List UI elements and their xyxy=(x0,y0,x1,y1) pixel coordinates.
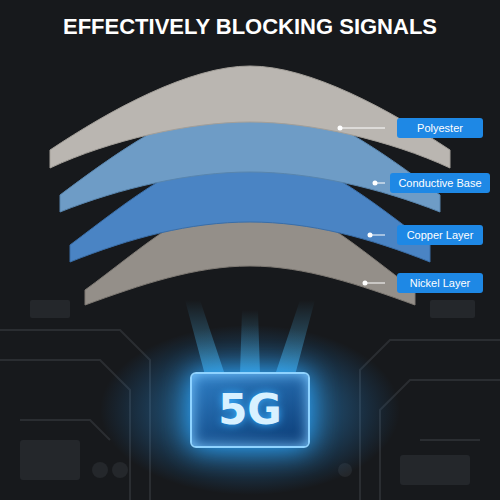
label-text: Copper Layer xyxy=(405,228,475,242)
leader-lines xyxy=(340,128,385,283)
layer-label: Nickel Layer xyxy=(397,273,483,293)
chip-box: 5G xyxy=(190,372,310,448)
leader-dots xyxy=(338,126,378,286)
label-text: Conductive Base xyxy=(398,176,481,190)
title: EFFECTIVELY BLOCKING SIGNALS xyxy=(0,14,500,40)
label-text: Polyester xyxy=(405,121,475,135)
layer-label: Polyester xyxy=(397,118,483,138)
chip-label: 5G xyxy=(218,387,282,433)
signal-rays xyxy=(185,300,315,375)
label-text: Nickel Layer xyxy=(405,276,475,290)
layer-label: Conductive Base xyxy=(390,173,489,193)
polyester-layer xyxy=(50,66,450,168)
layer-label: Copper Layer xyxy=(397,225,483,245)
